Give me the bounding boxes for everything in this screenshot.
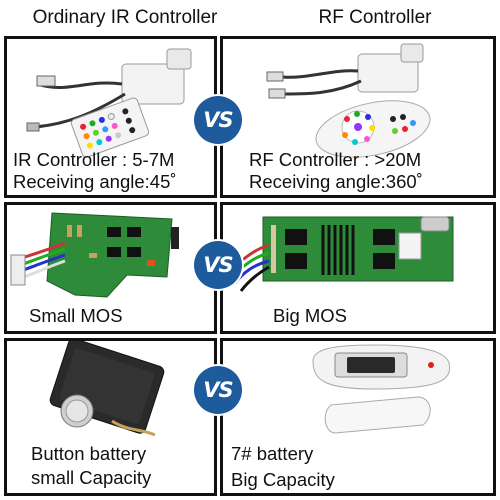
rf-angle-text: Receiving angle:360˚ bbox=[249, 171, 423, 192]
left-column-header: Ordinary IR Controller bbox=[32, 7, 218, 28]
rf-controller-panel: RF Controller : >20M Receiving angle:360… bbox=[220, 36, 496, 198]
big-mos-panel: Big MOS bbox=[220, 202, 496, 334]
ir-angle-text: Receiving angle:45˚ bbox=[13, 171, 177, 192]
aaa-battery-panel: 7# battery Big Capacity bbox=[220, 338, 496, 496]
ir-controller-panel: IR Controller : 5-7M Receiving angle:45˚ bbox=[4, 36, 217, 198]
aaa-battery-line2: Big Capacity bbox=[231, 469, 335, 490]
rf-controller-image bbox=[266, 43, 431, 158]
small-mos-panel: Small MOS bbox=[4, 202, 217, 334]
small-mos-board-image bbox=[10, 212, 179, 298]
button-battery-image bbox=[49, 341, 165, 437]
vs-badge-3: VS bbox=[194, 366, 242, 414]
button-battery-panel: Button battery small Capacity bbox=[4, 338, 217, 496]
button-battery-line1: Button battery bbox=[31, 443, 147, 464]
rf-range-text: RF Controller : >20M bbox=[249, 149, 422, 170]
small-mos-label: Small MOS bbox=[29, 305, 123, 326]
aaa-battery-line1: 7# battery bbox=[231, 443, 314, 464]
ir-controller-image bbox=[26, 48, 192, 158]
big-mos-label: Big MOS bbox=[273, 305, 348, 326]
button-battery-line2: small Capacity bbox=[31, 467, 152, 488]
big-mos-board-image bbox=[232, 216, 454, 292]
vs-badge-1: VS bbox=[194, 96, 242, 144]
vs-badge-2: VS bbox=[194, 241, 242, 289]
ir-range-text: IR Controller : 5-7M bbox=[13, 149, 175, 170]
right-column-header: RF Controller bbox=[318, 7, 432, 28]
aaa-battery-image bbox=[312, 344, 451, 434]
